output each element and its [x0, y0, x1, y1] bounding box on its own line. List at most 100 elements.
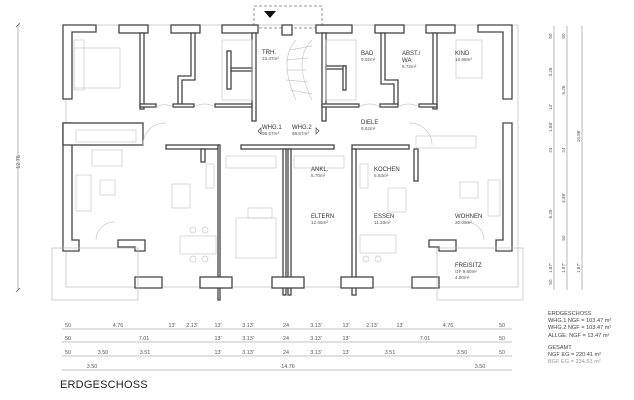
room-name: ESSEN — [374, 214, 394, 220]
entrance-marker — [253, 5, 323, 29]
dimension-label: 5.26 — [561, 85, 566, 94]
room-area: 9.02m² — [361, 57, 376, 62]
horizontal-dimensions: 50 4.76 13' 2.13' 13' 3.13' 24 3.13' 13' 2.13' 13'… — [62, 323, 512, 371]
dimension-label: 14.76 — [281, 364, 295, 370]
room-name: BAD — [361, 51, 374, 57]
dimension-label: 13' — [214, 323, 221, 329]
dimension-label: 13' — [214, 350, 221, 356]
room-area: 16.98m² — [455, 57, 472, 62]
room-area: 98.67m² — [292, 131, 309, 136]
room-area: 9.62m² — [361, 126, 376, 131]
dimension-label: 13' — [342, 323, 349, 329]
summary-total-ngf: NGF EG = 220.41 m² — [548, 352, 602, 359]
dimension-label: 3.26 — [548, 67, 553, 76]
dimension-label: 3.51 — [385, 350, 396, 356]
dimension-label: 50 — [548, 279, 553, 285]
room-area: GF 9.60m² — [455, 269, 477, 274]
summary-line-whg2: WHG.2 NGF = 103.47 m² — [548, 325, 612, 332]
room-name: WOHNEN — [455, 214, 482, 220]
unit-arrow-left-icon — [257, 127, 262, 135]
furniture — [73, 39, 501, 263]
drawing-title: ERDGESCHOSS — [60, 379, 148, 391]
dimension-label: 1.88' — [548, 122, 553, 132]
summary-heading: ERDGESCHOSS — [548, 311, 592, 317]
dimension-label: 3.13' — [242, 336, 254, 342]
dimension-label: 50 — [499, 323, 505, 329]
dimension-label: 24 — [283, 323, 289, 329]
room-name: WHG.2 — [292, 125, 312, 131]
summary-line-allge: ALLGE. NGF = 13.47 m² — [548, 332, 610, 339]
entrance-arrow-icon — [264, 11, 276, 18]
room-name: TRH. — [262, 50, 276, 56]
room-name: DIELE — [361, 120, 378, 126]
dimension-label: 1.87' — [576, 263, 581, 273]
dimension-label: 3.13' — [242, 350, 254, 356]
dimension-label: 1.87' — [561, 263, 566, 273]
dimension-label: 3.13' — [310, 350, 322, 356]
overall-height-dimension: 12.76 — [15, 22, 22, 293]
dimension-label: 50 — [499, 336, 505, 342]
dimension-label: 50 — [548, 33, 553, 39]
dimension-label: 24 — [283, 350, 289, 356]
room-area: 11.30m² — [374, 220, 391, 225]
dimension-label: 4.76 — [113, 323, 124, 329]
dimension-label: 50 — [499, 350, 505, 356]
room-name: WA — [402, 58, 411, 64]
room-area: 12.35m² — [311, 220, 328, 225]
walls — [51, 24, 524, 301]
room-name: FREISITZ — [455, 263, 482, 269]
dimension-label: 24 — [548, 147, 553, 153]
dimension-label: 13' — [214, 336, 221, 342]
dimension-label: 24 — [561, 147, 566, 153]
dimension-label: 13' — [342, 350, 349, 356]
room-name: WHG.1 — [262, 125, 282, 131]
room-name: KIND — [455, 51, 470, 57]
room-area: 4.80m² — [455, 275, 470, 280]
dimension-label: 2.13' — [186, 323, 198, 329]
room-area: 6.70m² — [311, 173, 326, 178]
dimension-label: 4.76 — [443, 323, 454, 329]
dimension-label: 24 — [283, 336, 289, 342]
vertical-dimensions: 50 3.26 14' 1.88' 24 6.26 1.87' 50 50 5.26 24 4.38'… — [548, 26, 583, 290]
unit-arrow-right-icon — [315, 127, 320, 135]
summary-total-bgf: BGF EG = 234.53 m² — [548, 359, 601, 366]
dimension-label: 10.86' — [576, 130, 581, 142]
dimension-label: 3.50 — [87, 364, 98, 370]
staircase — [285, 39, 313, 101]
dimension-label: 14' — [548, 104, 553, 110]
dimension-label: 4.38' — [561, 193, 566, 203]
dimension-label: 13' — [396, 323, 403, 329]
dimension-label: 3.13' — [242, 323, 254, 329]
dimension-label: 50 — [65, 350, 71, 356]
dimension-label: 6.26 — [548, 209, 553, 218]
dimension-label: 50 — [65, 336, 71, 342]
dimension-label: 50 — [561, 235, 566, 241]
dimension-label: 3.13' — [310, 323, 322, 329]
room-area: 20.05m² — [455, 220, 472, 225]
area-summary: ERDGESCHOSS WHG.1 NGF = 103.47 m² WHG.2 … — [548, 311, 611, 366]
summary-line-whg1: WHG.1 NGF = 103.47 m² — [548, 318, 612, 325]
dimension-label: 50 — [561, 33, 566, 39]
room-name: ABST./ — [402, 51, 421, 57]
summary-total-heading: GESAMT — [548, 344, 572, 351]
dimension-label: 3.50 — [457, 350, 468, 356]
dimension-label: 3.50 — [475, 364, 486, 370]
room-area: 13.47m² — [262, 56, 279, 61]
dimension-label: 13' — [168, 323, 175, 329]
room-area: 5.93m² — [374, 173, 389, 178]
dimension-label: 50 — [65, 323, 71, 329]
dimension-label: 3.51 — [140, 350, 151, 356]
dimension-label: 2.13' — [366, 323, 378, 329]
room-area: 6.72m² — [402, 64, 417, 69]
room-name: ELTERN — [311, 214, 334, 220]
dimension-label: 7.01 — [420, 336, 431, 342]
dimension-label: 1.87' — [548, 263, 553, 273]
room-name: KOCHEN — [374, 167, 400, 173]
door-swings — [95, 103, 485, 241]
svg-text:12.76: 12.76 — [16, 155, 22, 169]
dimension-label: 3.50 — [98, 350, 109, 356]
dimension-label: 3.13' — [310, 336, 322, 342]
room-area: 98.67m² — [262, 131, 279, 136]
